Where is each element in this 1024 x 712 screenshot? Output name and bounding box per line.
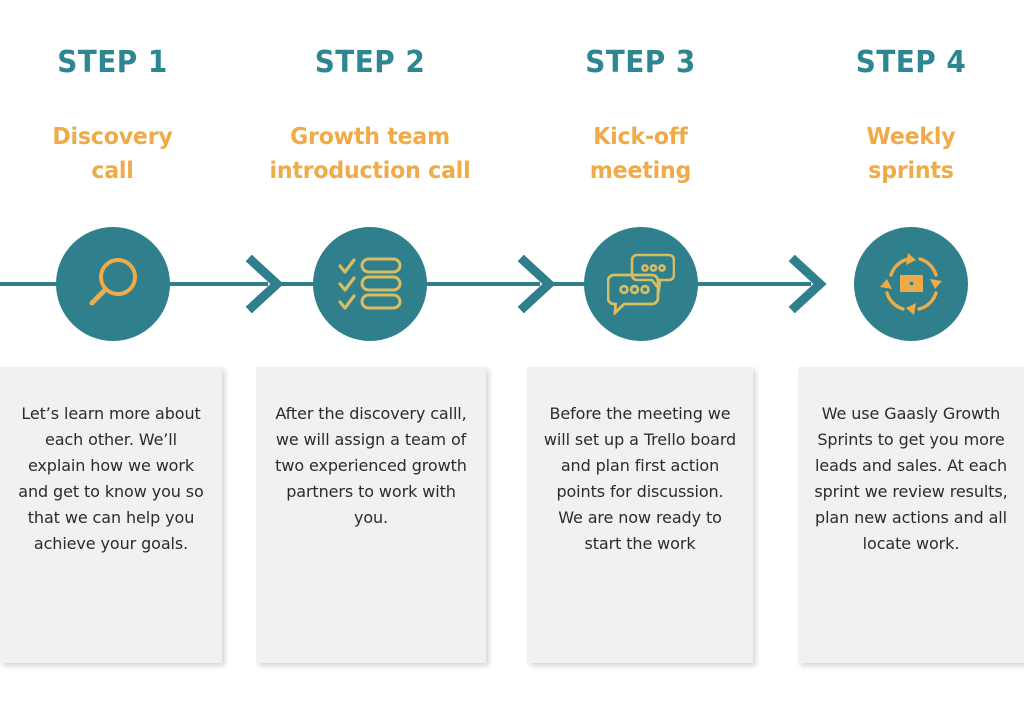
step-label-2: STEP 2 <box>314 45 426 80</box>
step-column-4: STEP 4 Weekly sprints <box>798 0 1024 712</box>
step-label-4: STEP 4 <box>855 45 967 80</box>
sprint-cycle-icon <box>875 248 947 320</box>
step-label-3: STEP 3 <box>585 45 696 80</box>
step-description-card-3: Before the meeting we will set up a Trel… <box>527 367 753 663</box>
step-description-card-1: Let’s learn more about each other. We’ll… <box>0 367 222 663</box>
step-column-2: STEP 2 Growth team introduction call <box>255 0 485 712</box>
step-icon-wrap-3 <box>527 227 754 341</box>
step-column-1: STEP 1 Discovery call <box>0 0 225 712</box>
step-circle-1[interactable] <box>55 227 170 341</box>
step-label-1: STEP 1 <box>57 45 168 80</box>
step-circle-3[interactable] <box>583 227 698 341</box>
step-title-1: Discovery call <box>52 124 173 185</box>
step-description-card-4: We use Gaasly Growth Sprints to get you … <box>798 367 1024 663</box>
step-title-4: Weekly sprints <box>866 124 956 185</box>
step-title-3: Kick-off meeting <box>589 124 692 185</box>
step-title-2: Growth team introduction call <box>269 124 471 185</box>
step-column-3: STEP 3 Kick-off meeting <box>527 0 754 712</box>
step-description-card-2: After the discovery calll, we will assig… <box>256 367 486 663</box>
magnifier-icon <box>82 253 144 315</box>
checklist-icon <box>338 256 402 312</box>
step-icon-wrap-2 <box>255 227 485 341</box>
step-circle-2[interactable] <box>313 227 427 341</box>
step-icon-wrap-1 <box>0 227 225 341</box>
step-circle-4[interactable] <box>854 227 968 341</box>
chat-bubbles-icon <box>606 253 675 315</box>
step-icon-wrap-4 <box>798 227 1024 341</box>
